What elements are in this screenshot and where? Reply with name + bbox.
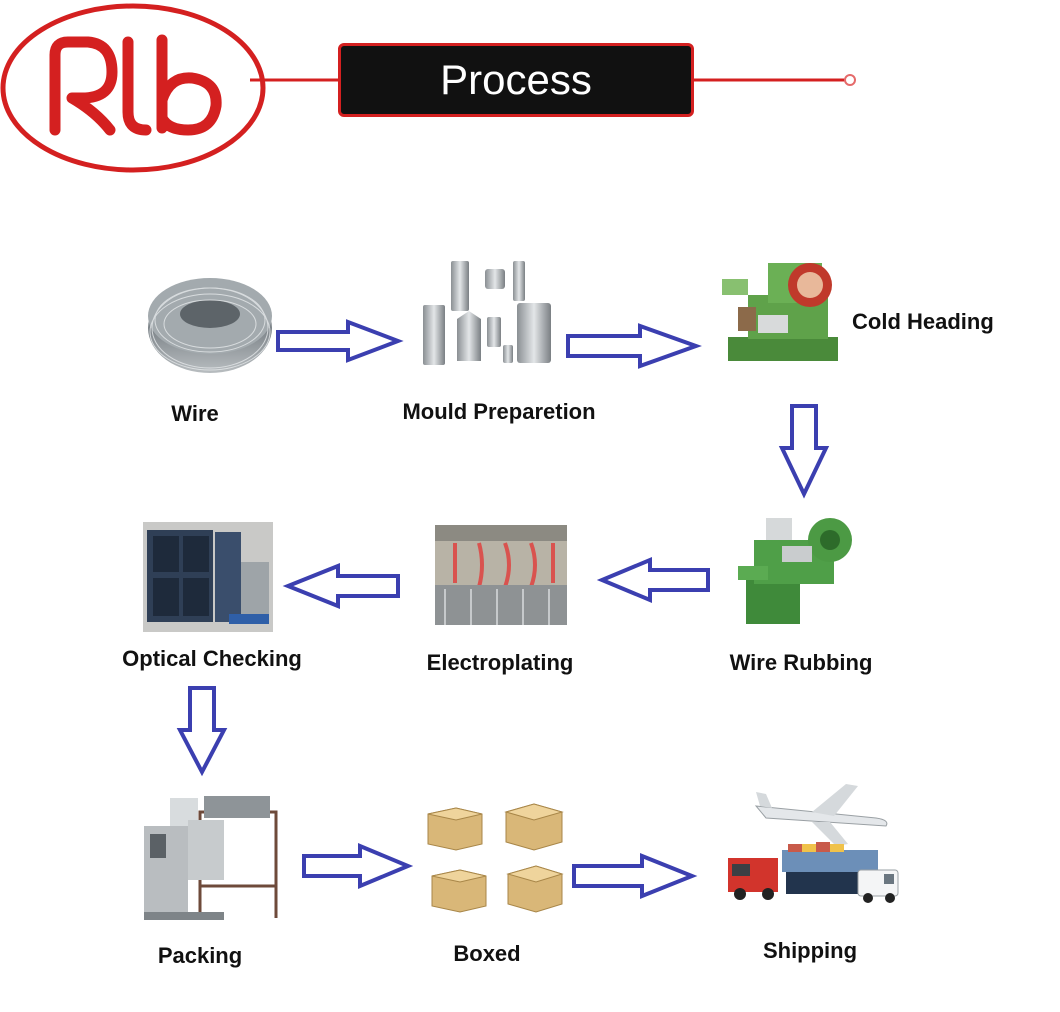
shipping-transport-icon: [726, 766, 904, 914]
arrow-down-optical-to-packing: [176, 686, 228, 777]
arrow-right-mould-to-cold-heading: [566, 323, 702, 369]
arrow-left-wire-rubbing-to-electroplating: [596, 557, 710, 603]
step-label-mould-preparetion: Mould Preparetion: [402, 399, 596, 424]
cold-heading-machine-icon: [718, 255, 844, 365]
step-label-shipping: Shipping: [762, 938, 858, 963]
logo-mark: [0, 3, 266, 173]
cardboard-boxes-icon: [420, 800, 570, 920]
header-connector-line: [250, 74, 856, 86]
wire-rubbing-machine-icon: [734, 510, 858, 630]
page-title: Process: [338, 43, 694, 117]
step-label-wire: Wire: [171, 401, 219, 426]
arrow-right-boxed-to-shipping: [572, 853, 698, 899]
company-logo: [0, 0, 270, 180]
arrow-right-wire-to-mould: [276, 319, 404, 363]
step-label-optical-checking: Optical Checking: [122, 646, 302, 671]
step-label-packing: Packing: [157, 943, 243, 968]
step-label-wire-rubbing: Wire Rubbing: [729, 650, 873, 675]
step-label-boxed: Boxed: [453, 941, 521, 966]
arrow-right-packing-to-boxed: [302, 843, 414, 889]
page-title-text: Process: [440, 56, 592, 103]
wire-coil-icon: [140, 258, 280, 378]
packing-machine-icon: [134, 790, 282, 922]
arrow-left-electroplating-to-optical: [282, 563, 400, 609]
mould-parts-icon: [415, 255, 565, 373]
optical-checking-machine-icon: [143, 522, 273, 632]
step-label-electroplating: Electroplating: [426, 650, 574, 675]
electroplating-line-icon: [435, 525, 567, 625]
arrow-down-cold-heading-to-wire-rubbing: [778, 404, 830, 499]
step-label-cold-heading: Cold Heading: [852, 309, 994, 334]
